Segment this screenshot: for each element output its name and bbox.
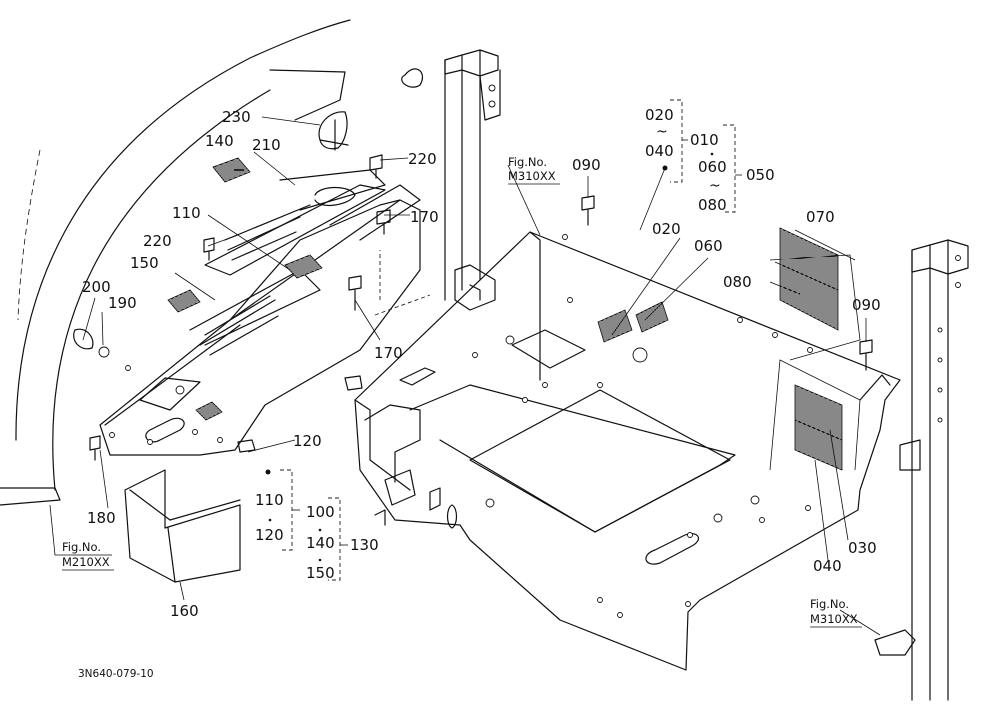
part-number: 170 [374, 344, 403, 362]
bolts [89, 154, 873, 461]
floor-plate [354, 231, 901, 671]
left-console [73, 111, 431, 456]
part-number: 110 [172, 204, 201, 222]
fig-ref-code: M310XX [508, 169, 556, 183]
figure-references: Fig.No. M310XX Fig.No. M210XX Fig.No. M3… [62, 155, 862, 628]
cover-part [124, 469, 241, 583]
group-labels: 020 ~ 040 010 060 ~ 080 050 110 120 100 … [255, 106, 775, 582]
part-number: 190 [108, 294, 137, 312]
group-item: 150 [306, 564, 335, 582]
part-number: 220 [408, 150, 437, 168]
part-number: 120 [293, 432, 322, 450]
group-item: 100 [306, 503, 335, 521]
part-number: 020 [652, 220, 681, 238]
part-number: 220 [143, 232, 172, 250]
part-number: 060 [694, 237, 723, 255]
part-number: 180 [87, 509, 116, 527]
part-number: 090 [852, 296, 881, 314]
group-parent: 130 [350, 536, 379, 554]
group-bottom: 080 [698, 196, 727, 214]
fig-ref-title: Fig.No. [810, 597, 849, 611]
center-post [444, 49, 501, 311]
group-brackets [280, 99, 742, 581]
part-number: 150 [130, 254, 159, 272]
part-number: 080 [723, 273, 752, 291]
group-top: 020 [645, 106, 674, 124]
part-number: 230 [222, 108, 251, 126]
leader-lines [49, 116, 881, 636]
fig-ref-code: M210XX [62, 555, 110, 569]
diagram-code: 3N640-079-10 [78, 668, 154, 680]
group-item: 110 [255, 491, 284, 509]
part-number: 170 [410, 208, 439, 226]
part-number: 090 [572, 156, 601, 174]
group-item: 140 [306, 534, 335, 552]
part-number: 070 [806, 208, 835, 226]
part-number: 210 [252, 136, 281, 154]
group-item: 120 [255, 526, 284, 544]
group-sep: ~ [656, 124, 668, 140]
group-parent: 010 [690, 131, 719, 149]
fig-ref-title: Fig.No. [62, 540, 101, 554]
fig-ref-title: Fig.No. [508, 155, 547, 169]
fig-ref-code: M310XX [810, 612, 858, 626]
group-parent: 050 [746, 166, 775, 184]
part-number: 160 [170, 602, 199, 620]
part-number: 200 [82, 278, 111, 296]
group-sep: ~ [709, 178, 721, 194]
part-number: 040 [813, 557, 842, 575]
part-number: 030 [848, 539, 877, 557]
group-bottom: 040 [645, 142, 674, 160]
part-labels: 230 140 210 220 110 170 220 150 200 190 … [82, 108, 881, 620]
decals [167, 157, 861, 471]
right-post [874, 239, 969, 701]
fender-outline [0, 19, 424, 506]
part-number: 140 [205, 132, 234, 150]
group-top: 060 [698, 158, 727, 176]
